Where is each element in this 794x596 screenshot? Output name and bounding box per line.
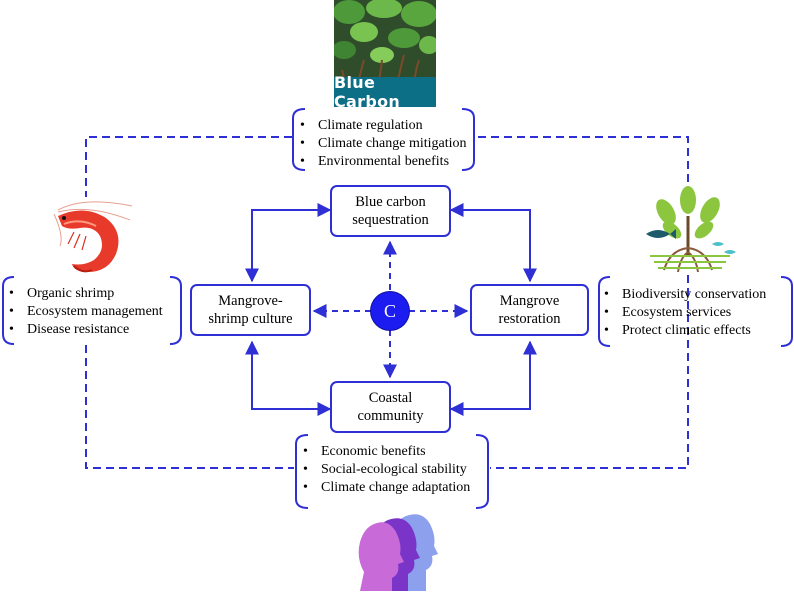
bracket-left-left bbox=[2, 276, 15, 345]
mangrove-photo bbox=[332, 0, 439, 108]
bracket-left-right bbox=[169, 276, 182, 345]
bracket-bottom-right bbox=[475, 434, 489, 509]
left-shrimp-list: Organic shrimp Ecosystem management Dise… bbox=[9, 285, 163, 339]
list-item: Economic benefits bbox=[303, 443, 470, 461]
node-label: Coastal community bbox=[357, 390, 424, 424]
bottom-community-list: Economic benefits Social-ecological stab… bbox=[303, 443, 470, 497]
dashed-top-right bbox=[478, 136, 689, 185]
arrow-seq-shrimp bbox=[245, 203, 332, 283]
node-coastal-community: Coastal community bbox=[330, 381, 451, 433]
list-item: Biodiversity conservation bbox=[604, 286, 766, 304]
node-mangrove-restoration: Mangrove restoration bbox=[470, 284, 589, 336]
center-carbon-circle: C bbox=[371, 292, 409, 330]
list-item: Disease resistance bbox=[9, 321, 163, 339]
bracket-top-left bbox=[292, 108, 306, 171]
node-blue-carbon-sequestration: Blue carbon sequestration bbox=[330, 185, 451, 237]
list-item: Protect climatic effects bbox=[604, 322, 766, 340]
arrow-seq-restoration bbox=[449, 203, 537, 283]
shrimp-icon bbox=[44, 196, 134, 278]
node-mangrove-shrimp-culture: Mangrove- shrimp culture bbox=[190, 284, 311, 336]
list-item: Social-ecological stability bbox=[303, 461, 470, 479]
right-restoration-list: Biodiversity conservation Ecosystem serv… bbox=[604, 286, 766, 340]
list-item: Climate change adaptation bbox=[303, 479, 470, 497]
arrow-restoration-community bbox=[449, 340, 537, 416]
bracket-top-right bbox=[461, 108, 475, 171]
list-item: Climate regulation bbox=[300, 117, 467, 135]
blue-carbon-label: Blue Carbon bbox=[334, 73, 436, 111]
arrow-shrimp-community bbox=[245, 340, 332, 416]
list-item: Climate change mitigation bbox=[300, 135, 467, 153]
bracket-right-right bbox=[780, 276, 793, 347]
node-label: Mangrove- shrimp culture bbox=[208, 293, 293, 327]
list-item: Environmental benefits bbox=[300, 153, 467, 171]
list-item: Ecosystem services bbox=[604, 304, 766, 322]
people-silhouette-icon bbox=[356, 506, 446, 591]
list-item: Ecosystem management bbox=[9, 303, 163, 321]
dashed-left-down bbox=[85, 345, 294, 469]
mangrove-plant-icon bbox=[640, 186, 740, 276]
top-benefits-list: Climate regulation Climate change mitiga… bbox=[300, 117, 467, 171]
dashed-top-left bbox=[85, 136, 292, 197]
node-label: Mangrove restoration bbox=[498, 293, 561, 327]
node-label: Blue carbon sequestration bbox=[352, 194, 429, 228]
bracket-bottom-left bbox=[295, 434, 309, 509]
list-item: Organic shrimp bbox=[9, 285, 163, 303]
bracket-right-left bbox=[598, 276, 611, 347]
dashed-right-down bbox=[490, 275, 689, 469]
